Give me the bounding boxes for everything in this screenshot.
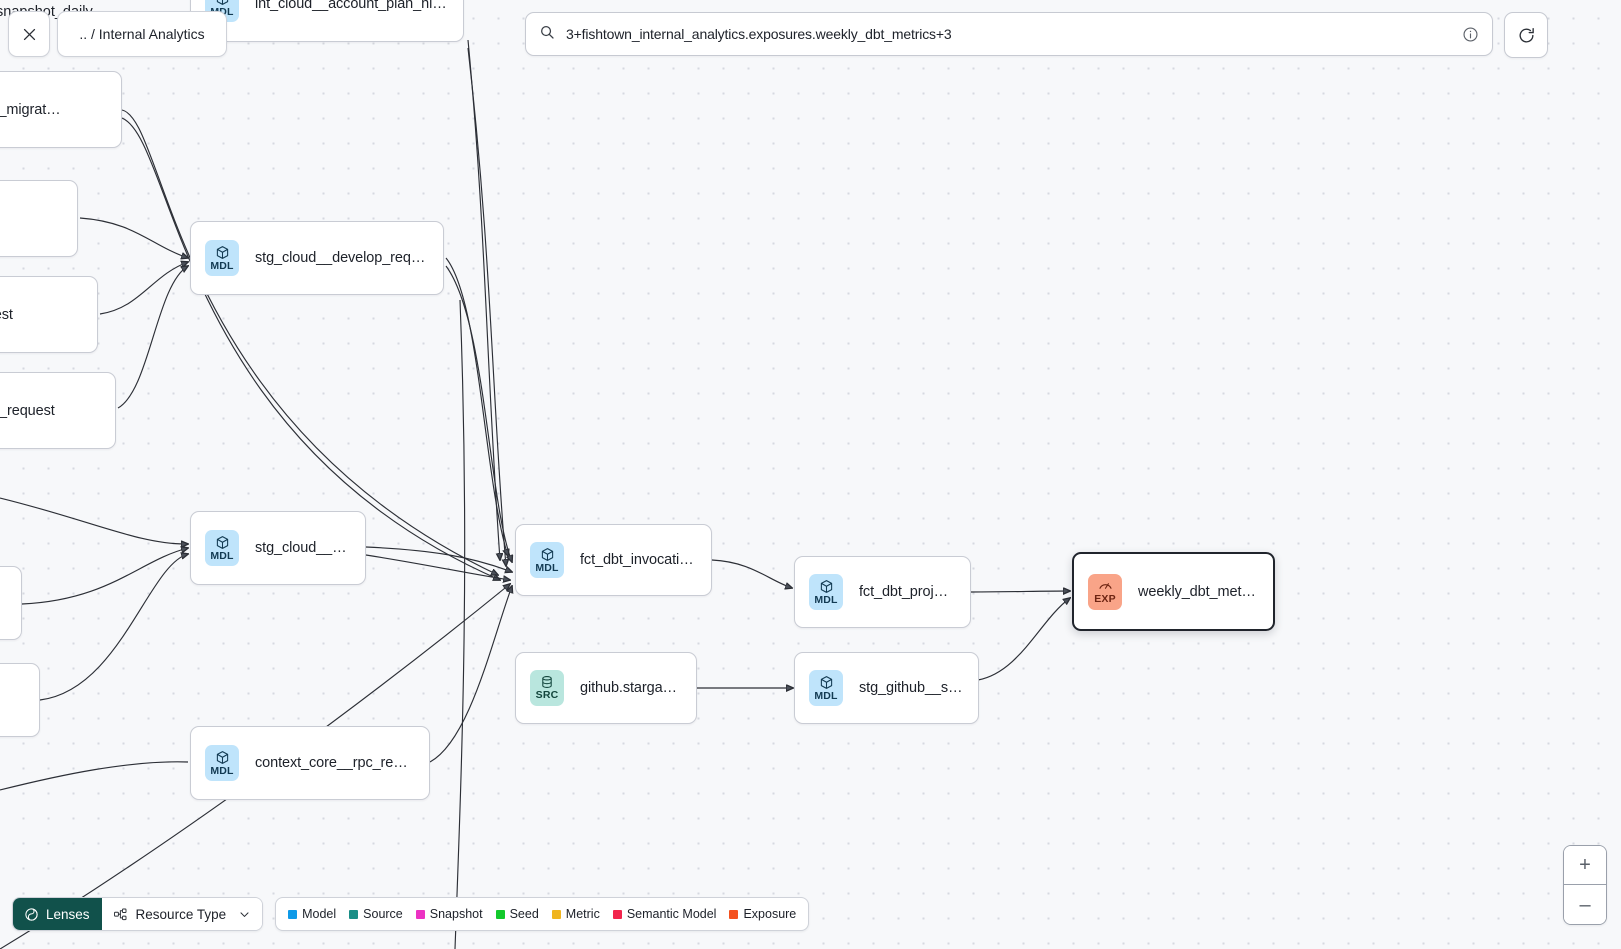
breadcrumb-label: .. / Internal Analytics bbox=[79, 26, 205, 42]
zoom-in-button[interactable]: + bbox=[1564, 846, 1606, 885]
badge-tag: SRC bbox=[535, 689, 559, 701]
legend-item-seed: Seed bbox=[495, 907, 539, 921]
legend-label: Semantic Model bbox=[626, 907, 717, 921]
info-icon[interactable] bbox=[1460, 24, 1480, 44]
legend-label: Snapshot bbox=[429, 907, 483, 921]
lens-icon bbox=[25, 907, 38, 921]
lenses-button[interactable]: Lenses bbox=[13, 898, 102, 930]
node-label: weekly_dbt_metrics bbox=[1138, 583, 1259, 600]
bottom-toolbar: Lenses Resource Type Model bbox=[12, 897, 810, 931]
node-label: stg_cloud__develop_requests bbox=[255, 250, 429, 266]
legend-swatch bbox=[551, 909, 561, 919]
close-icon bbox=[23, 28, 35, 40]
legend-label: Source bbox=[363, 907, 403, 921]
node-label: velop_request bbox=[0, 306, 13, 323]
node-stg-cloud-develop-requests[interactable]: MDL stg_cloud__develop_requests bbox=[190, 221, 444, 295]
node-int-cloud-account-plan-history[interactable]: MDL int_cloud__account_plan_history bbox=[190, 0, 464, 42]
search-input[interactable] bbox=[564, 25, 1460, 43]
exposure-badge: EXP bbox=[1088, 573, 1122, 610]
model-badge: MDL bbox=[809, 574, 843, 610]
chevron-down-icon bbox=[240, 911, 249, 917]
node-label: fct_dbt_projects bbox=[859, 584, 956, 600]
node-label: fct_dbt_invocations bbox=[580, 552, 697, 568]
legend-item-semantic-model: Semantic Model bbox=[612, 907, 717, 921]
zoom-controls: + – bbox=[1563, 845, 1607, 925]
badge-tag: MDL bbox=[814, 593, 838, 606]
node-label: _develop_request bbox=[0, 402, 55, 419]
node-context-core-rpc-request[interactable]: MDL context_core__rpc_request bbox=[190, 726, 430, 800]
model-badge: MDL bbox=[205, 240, 239, 276]
top-bar: .. / Internal Analytics bbox=[0, 0, 1621, 62]
badge-tag: MDL bbox=[814, 689, 838, 702]
resource-type-label: Resource Type bbox=[135, 906, 227, 922]
node-label: github.stargazers bbox=[580, 680, 682, 696]
legend-swatch bbox=[612, 909, 622, 919]
lenses-label: Lenses bbox=[46, 906, 90, 922]
badge-tag: MDL bbox=[210, 764, 234, 777]
resource-type-dropdown[interactable]: Resource Type bbox=[101, 898, 263, 930]
legend-label: Exposure bbox=[743, 907, 797, 921]
badge-tag: MDL bbox=[210, 549, 234, 562]
resource-type-icon bbox=[113, 908, 127, 920]
legend-label: Model bbox=[302, 907, 337, 921]
legend-item-source: Source bbox=[349, 907, 403, 921]
zoom-out-button[interactable]: – bbox=[1564, 885, 1606, 924]
node-github-stargazers[interactable]: SRC github.stargazers bbox=[515, 652, 697, 724]
node-stg-cloud-runs[interactable]: MDL stg_cloud__runs bbox=[190, 511, 366, 585]
model-badge: MDL bbox=[205, 530, 239, 566]
legend-swatch bbox=[288, 909, 298, 919]
badge-tag: EXP bbox=[1094, 593, 1116, 605]
node-stg-github-stars[interactable]: MDL stg_github__stars bbox=[794, 652, 979, 724]
node-fct-dbt-invocations[interactable]: MDL fct_dbt_invocations bbox=[515, 524, 712, 596]
legend-swatch bbox=[729, 909, 739, 919]
node-develop-request-b[interactable]: MDL velop_request bbox=[0, 276, 98, 353]
badge-tag: MDL bbox=[210, 259, 234, 272]
model-badge: MDL bbox=[205, 745, 239, 781]
legend-item-snapshot: Snapshot bbox=[415, 907, 483, 921]
legend-swatch bbox=[349, 909, 359, 919]
legend-item-metric: Metric bbox=[551, 907, 600, 921]
badge-tag: MDL bbox=[535, 561, 559, 574]
close-button[interactable] bbox=[8, 11, 50, 57]
node-label: int_cloud__account_plan_history bbox=[255, 0, 449, 12]
node-label: multicell_migrat… bbox=[0, 101, 61, 118]
node-weekly-dbt-metrics[interactable]: EXP weekly_dbt_metrics bbox=[1072, 552, 1275, 631]
search-bar[interactable] bbox=[525, 12, 1493, 56]
node-develop-request-c[interactable]: MDL _develop_request bbox=[0, 372, 116, 449]
node-left-run-b[interactable]: MDL _run bbox=[0, 663, 40, 737]
legend-label: Seed bbox=[509, 907, 539, 921]
node-develop-request-a[interactable]: MDL p_request bbox=[0, 180, 78, 257]
source-badge: SRC bbox=[530, 670, 564, 706]
node-multicell-migration[interactable]: MDL multicell_migrat… bbox=[0, 71, 122, 148]
legend-label: Metric bbox=[565, 907, 600, 921]
breadcrumb[interactable]: .. / Internal Analytics bbox=[57, 11, 227, 57]
node-label: context_core__rpc_request bbox=[255, 755, 415, 771]
refresh-icon bbox=[1519, 27, 1534, 43]
node-left-run-a[interactable]: MDL n bbox=[0, 566, 22, 640]
node-label: stg_github__stars bbox=[859, 680, 964, 696]
legend-swatch bbox=[415, 909, 425, 919]
resource-type-legend: Model Source Snapshot Seed Metric Semant… bbox=[275, 897, 810, 931]
model-badge: MDL bbox=[530, 542, 564, 578]
lens-controls: Lenses Resource Type bbox=[12, 897, 264, 931]
legend-item-exposure: Exposure bbox=[729, 907, 796, 921]
search-icon bbox=[539, 24, 555, 45]
node-fct-dbt-projects[interactable]: MDL fct_dbt_projects bbox=[794, 556, 971, 628]
model-badge: MDL bbox=[809, 670, 843, 706]
refresh-button[interactable] bbox=[1504, 12, 1548, 58]
legend-item-model: Model bbox=[288, 907, 336, 921]
legend-swatch bbox=[495, 909, 505, 919]
node-label: stg_cloud__runs bbox=[255, 540, 351, 556]
